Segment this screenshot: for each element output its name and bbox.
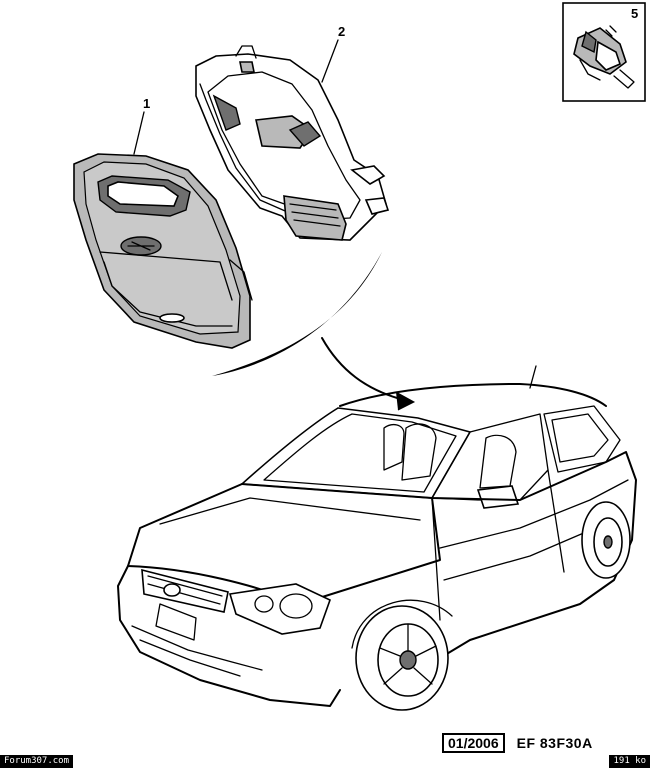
footer-site: Forum307.com xyxy=(0,755,74,768)
part5-clip-drawing xyxy=(573,25,635,89)
connector-arrow xyxy=(212,252,416,411)
callout-part-2: 2 xyxy=(338,24,346,39)
part1-lamp-drawing xyxy=(73,153,253,349)
reference-date: 01/2006 xyxy=(442,733,505,753)
footer-file-size: 191 ko xyxy=(609,755,650,768)
reference-code: EF 83F30A xyxy=(516,735,593,751)
part5-detail-box xyxy=(562,2,646,102)
car-drawing xyxy=(117,383,637,711)
callout-part-1: 1 xyxy=(143,96,151,111)
callout-part-5: 5 xyxy=(631,6,639,21)
reference-block: 01/2006 EF 83F30A xyxy=(442,733,593,753)
part2-frame-drawing xyxy=(195,45,390,241)
